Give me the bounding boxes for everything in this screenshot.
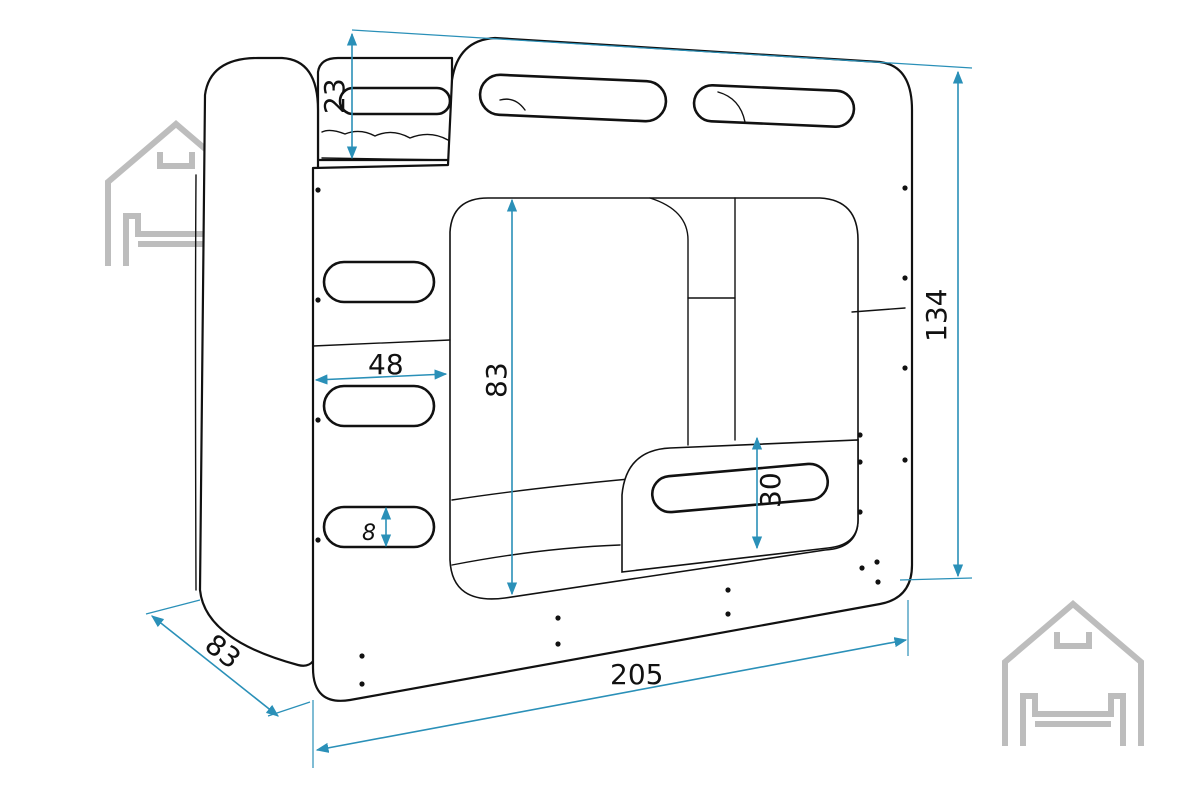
dimension-slot-height: 8 xyxy=(362,521,376,546)
dimension-lines xyxy=(145,29,973,768)
dimension-lower-guard: 30 xyxy=(754,472,787,508)
front-panel xyxy=(311,36,914,702)
dimension-width-total: 205 xyxy=(610,658,663,691)
side-panel-left xyxy=(194,56,320,667)
dimension-ladder-width: 48 xyxy=(368,348,404,381)
house-sofa-watermark-icon xyxy=(1002,600,1144,746)
dimension-opening-height: 83 xyxy=(480,362,513,398)
dimension-top-guard: 23 xyxy=(318,78,351,114)
dimension-height-total: 134 xyxy=(920,289,953,342)
